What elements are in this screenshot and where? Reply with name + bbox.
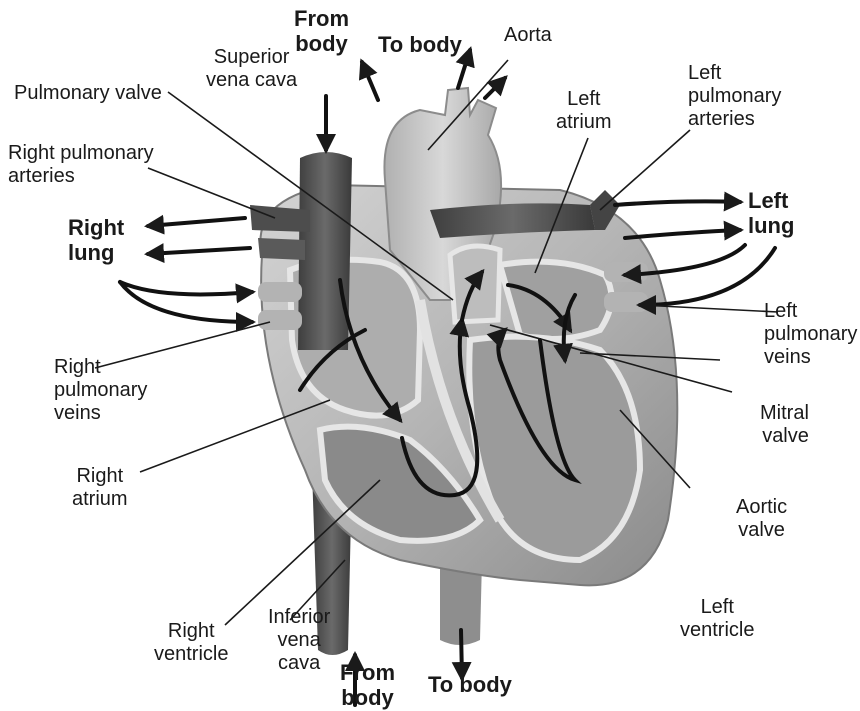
superior-vena-cava-vessel: [298, 152, 352, 350]
label-right-lung: Right lung: [68, 215, 124, 265]
label-right-ventricle: Right ventricle: [154, 620, 228, 666]
left-atrium-chamber: [500, 262, 611, 339]
label-left-ventricle: Left ventricle: [680, 596, 754, 642]
label-superior-vena-cava: Superior vena cava: [206, 46, 297, 92]
label-right-atrium: Right atrium: [72, 465, 128, 511]
label-aorta: Aorta: [504, 24, 552, 47]
label-left-lung: Left lung: [748, 188, 794, 238]
label-inferior-vena-cava: Inferior vena cava: [268, 606, 330, 675]
label-mitral-valve: Mitral valve: [760, 402, 809, 448]
label-left-atrium: Left atrium: [556, 88, 612, 134]
label-to-body-top: To body: [378, 32, 462, 57]
right-pulmonary-vein-upper: [258, 282, 302, 302]
right-pulmonary-artery-lower: [258, 238, 305, 260]
label-from-body-bottom: From body: [340, 660, 395, 710]
label-pulmonary-valve: Pulmonary valve: [14, 82, 162, 105]
label-right-pulmonary-arteries: Right pulmonary arteries: [8, 142, 154, 188]
label-right-pulmonary-veins: Right pulmonary veins: [54, 356, 147, 425]
label-to-body-bottom: To body: [428, 672, 512, 697]
right-pulmonary-vein-lower: [258, 310, 302, 330]
label-left-pulmonary-arteries: Left pulmonary arteries: [688, 62, 781, 131]
label-aortic-valve: Aortic valve: [736, 496, 787, 542]
label-left-pulmonary-veins: Left pulmonary veins: [764, 300, 857, 369]
label-from-body-top: From body: [294, 6, 349, 56]
left-pulmonary-vein-lower: [604, 292, 648, 312]
